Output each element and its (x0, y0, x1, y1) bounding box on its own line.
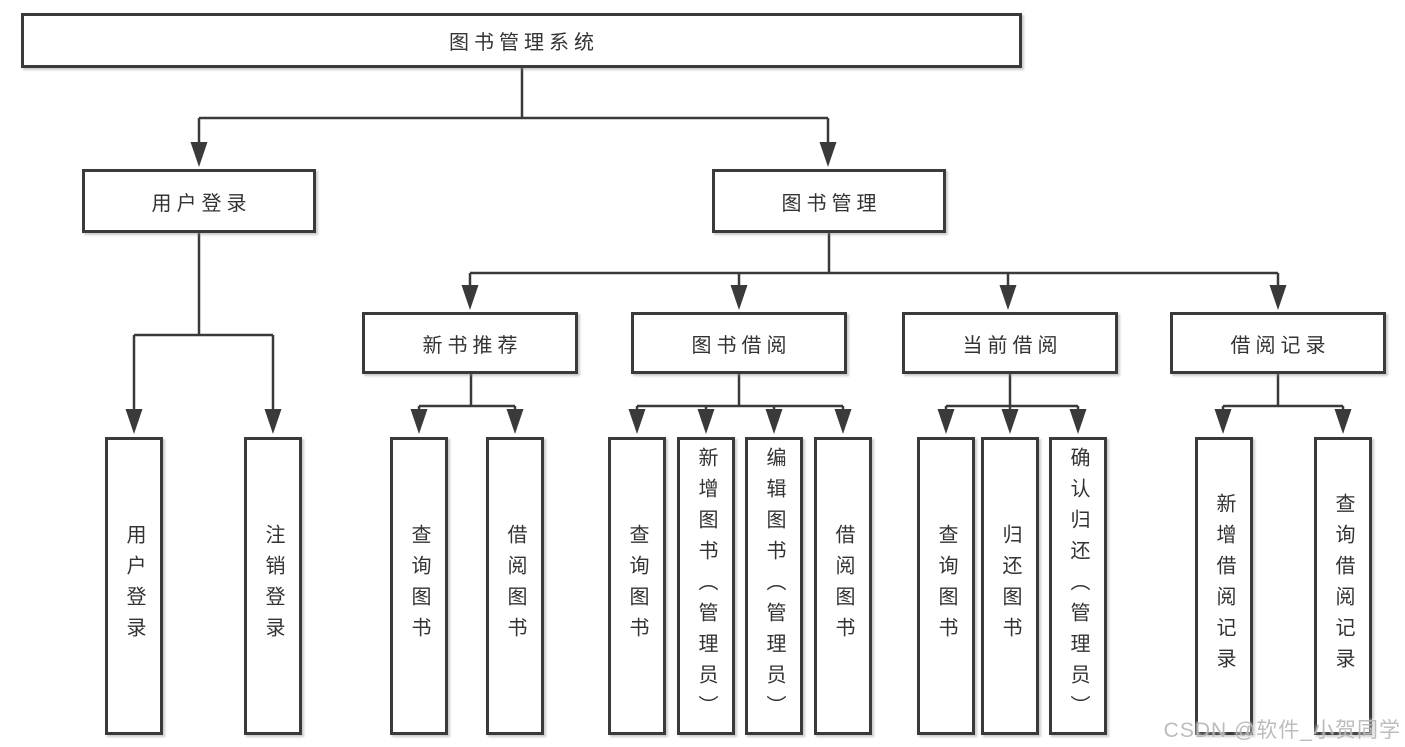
node-user-login: 用户登录 (82, 169, 316, 233)
leaf-confirm-return-admin: 确认归还（管理员） (1049, 437, 1107, 735)
node-current-borrowing-label: 当前借阅 (962, 334, 1063, 357)
leaf-query-books-borrow-label: 查询图书 (626, 524, 648, 648)
node-book-management: 图书管理 (712, 169, 946, 233)
node-root-label: 图书管理系统 (449, 32, 599, 54)
leaf-query-books-recommend-label: 查询图书 (408, 524, 430, 648)
leaf-add-books-admin: 新增图书（管理员） (677, 437, 735, 735)
leaf-query-books-current: 查询图书 (917, 437, 975, 735)
node-new-book-recommend: 新书推荐 (362, 312, 578, 374)
node-root-system: 图书管理系统 (21, 13, 1022, 68)
node-user-login-label: 用户登录 (151, 192, 252, 215)
leaf-edit-books-admin: 编辑图书（管理员） (745, 437, 803, 735)
node-current-borrowing: 当前借阅 (902, 312, 1118, 374)
node-book-management-label: 图书管理 (781, 192, 882, 215)
leaf-add-books-admin-label: 新增图书（管理员） (695, 446, 717, 726)
leaf-confirm-return-admin-label: 确认归还（管理员） (1067, 446, 1089, 726)
node-book-borrowing-label: 图书借阅 (691, 334, 792, 357)
leaf-query-books-recommend: 查询图书 (390, 437, 448, 735)
node-borrowing-records-label: 借阅记录 (1230, 334, 1331, 357)
leaf-query-books-current-label: 查询图书 (935, 524, 957, 648)
csdn-watermark: CSDN @软件_小贺同学 (1163, 719, 1401, 742)
node-book-borrowing: 图书借阅 (631, 312, 847, 374)
leaf-add-borrow-record-label: 新增借阅记录 (1213, 493, 1235, 679)
leaf-query-books-borrow: 查询图书 (608, 437, 666, 735)
node-borrowing-records: 借阅记录 (1170, 312, 1386, 374)
leaf-return-books-label: 归还图书 (999, 524, 1021, 648)
leaf-return-books: 归还图书 (981, 437, 1039, 735)
leaf-query-borrow-record-label: 查询借阅记录 (1332, 493, 1354, 679)
leaf-borrow-books: 借阅图书 (814, 437, 872, 735)
leaf-borrow-books-recommend: 借阅图书 (486, 437, 544, 735)
leaf-logout: 注销登录 (244, 437, 302, 735)
leaf-add-borrow-record: 新增借阅记录 (1195, 437, 1253, 735)
leaf-borrow-books-recommend-label: 借阅图书 (504, 524, 526, 648)
leaf-user-login-label: 用户登录 (123, 524, 145, 648)
leaf-logout-label: 注销登录 (262, 524, 284, 648)
leaf-edit-books-admin-label: 编辑图书（管理员） (763, 446, 785, 726)
leaf-user-login: 用户登录 (105, 437, 163, 735)
leaf-borrow-books-label: 借阅图书 (832, 524, 854, 648)
node-new-book-recommend-label: 新书推荐 (422, 334, 523, 357)
leaf-query-borrow-record: 查询借阅记录 (1314, 437, 1372, 735)
